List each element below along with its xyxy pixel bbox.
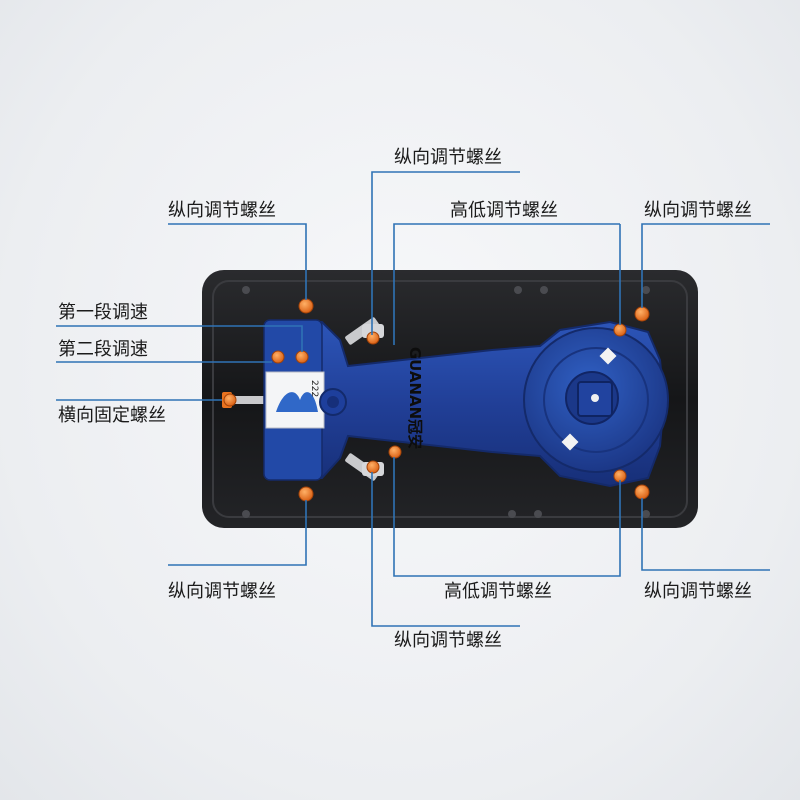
tray-hole [508, 510, 516, 518]
tray-hole [534, 510, 542, 518]
tray-hole [642, 286, 650, 294]
brand-sticker: 222 [266, 372, 324, 428]
screw [299, 487, 313, 501]
label-speed-stage-two: 第二段调速 [58, 339, 148, 360]
label-bottom-center-longitudinal: 纵向调节螺丝 [394, 630, 502, 651]
screw [367, 461, 379, 473]
tray-hole [242, 510, 250, 518]
tray-hole [642, 510, 650, 518]
tray-hole [514, 286, 522, 294]
label-bottom-height: 高低调节螺丝 [444, 581, 552, 602]
screw [614, 324, 626, 336]
label-top-center-longitudinal: 纵向调节螺丝 [394, 147, 502, 168]
tray-hole [540, 286, 548, 294]
screw [367, 332, 379, 344]
screw [635, 485, 649, 499]
screw [224, 394, 236, 406]
screw [635, 307, 649, 321]
label-lateral-fixing: 横向固定螺丝 [58, 405, 166, 426]
label-bottom-right-longitudinal: 纵向调节螺丝 [644, 581, 752, 602]
label-top-height: 高低调节螺丝 [450, 200, 558, 221]
screw [296, 351, 308, 363]
label-top-left-longitudinal: 纵向调节螺丝 [168, 200, 276, 221]
sticker-number: 222 [309, 380, 319, 397]
brand-text: GUANAN冠安 [406, 347, 424, 449]
screw [272, 351, 284, 363]
screw [299, 299, 313, 313]
screw [389, 446, 401, 458]
label-speed-stage-one: 第一段调速 [58, 302, 148, 323]
tray-hole [242, 286, 250, 294]
label-bottom-left-longitudinal: 纵向调节螺丝 [168, 581, 276, 602]
label-top-right-longitudinal: 纵向调节螺丝 [644, 200, 752, 221]
